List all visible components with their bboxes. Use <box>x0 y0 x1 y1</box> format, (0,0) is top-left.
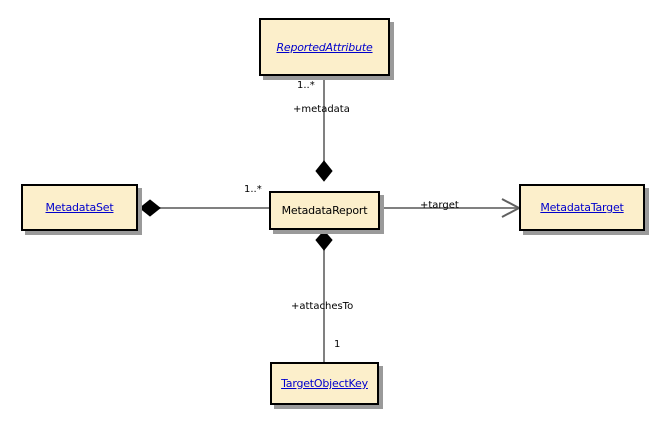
class-name-metadata-set: MetadataSet <box>45 201 114 214</box>
multiplicity-metadataset: 1..* <box>244 184 262 195</box>
class-box-target-object-key[interactable]: TargetObjectKey <box>270 362 379 405</box>
composition-diamond-metadataset <box>139 199 161 217</box>
role-label-metadata: +metadata <box>293 104 350 115</box>
class-name-target-object-key: TargetObjectKey <box>281 377 368 390</box>
class-box-reported-attribute[interactable]: ReportedAttribute <box>259 18 390 76</box>
class-box-metadata-report[interactable]: MetadataReport <box>269 191 380 230</box>
composition-diamond-attachesto <box>315 230 333 251</box>
role-label-attachesto: +attachesTo <box>291 301 354 312</box>
composition-diamond-metadata <box>315 160 333 182</box>
multiplicity-metadata: 1..* <box>297 80 315 91</box>
role-label-target: +target <box>420 200 459 211</box>
class-box-metadata-target[interactable]: MetadataTarget <box>519 184 645 231</box>
class-box-metadata-set[interactable]: MetadataSet <box>21 184 138 231</box>
class-name-metadata-report: MetadataReport <box>281 204 368 217</box>
class-name-metadata-target: MetadataTarget <box>540 201 624 214</box>
multiplicity-attachesto: 1 <box>334 339 341 350</box>
class-name-reported-attribute: ReportedAttribute <box>276 40 373 54</box>
